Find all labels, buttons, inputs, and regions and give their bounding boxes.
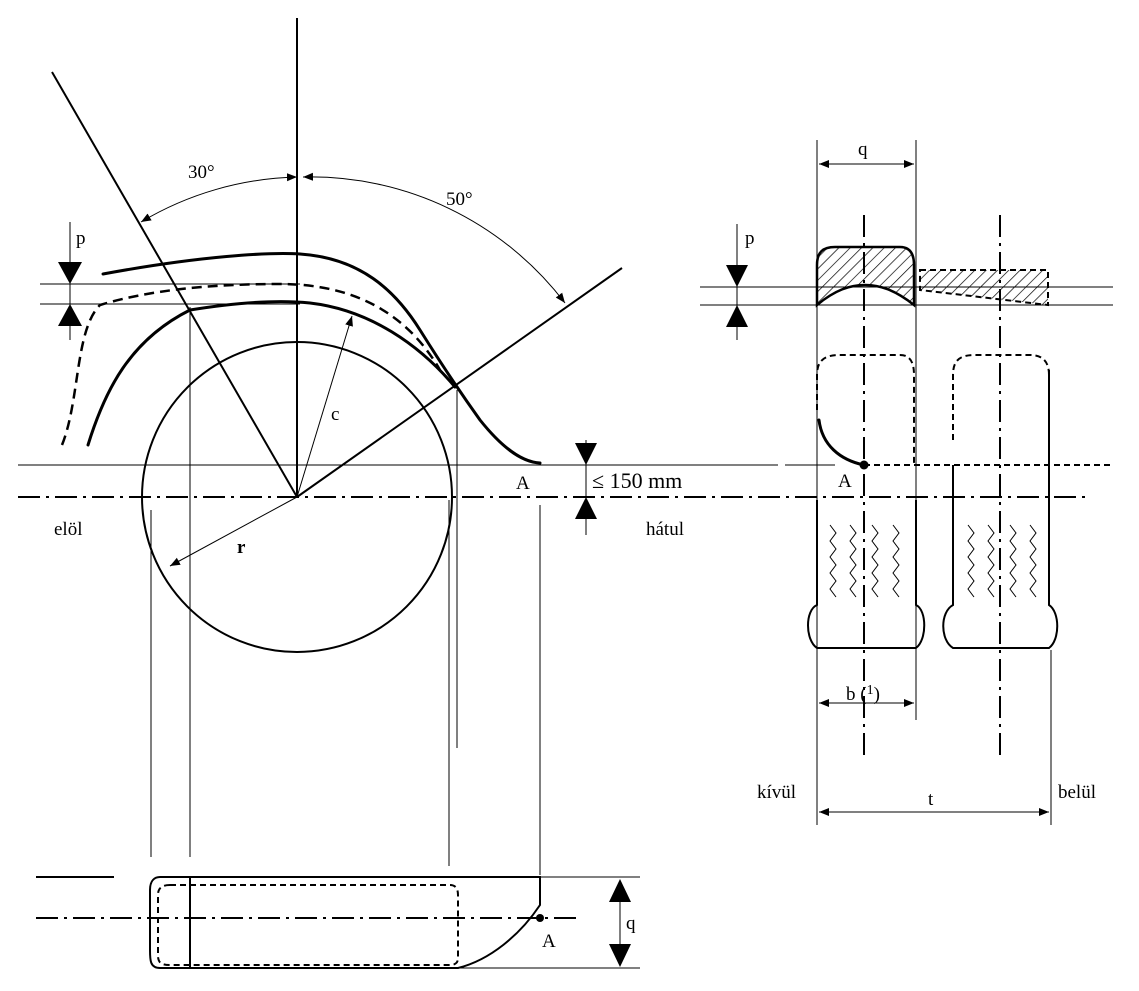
inner-tread-pattern [967,524,1037,598]
point-a-bottom-label: A [542,931,556,952]
b-label: b (1) [846,683,880,705]
c-label: c [331,404,339,425]
b-label-open-paren: ( [856,684,867,705]
plan-q-arrow-up [609,879,631,902]
angle-30-arc [140,173,298,223]
front-p-arrow-down [726,265,748,287]
p-label-front: p [745,228,755,249]
r-label: r [237,537,246,558]
plan-guard-inner [157,884,459,966]
angle-50-label: 50° [446,189,473,210]
angle-30-label: 30° [188,162,215,183]
radius-r-arrow [169,496,298,567]
dimension-c-arrow [296,315,353,498]
wheel-circle [141,341,453,653]
p-label-side: p [76,228,86,249]
plan-view [36,876,640,969]
rear-50-degree-line [296,267,623,498]
plan-guard-outline [149,876,541,969]
plan-q-arrow-down [609,944,631,967]
outside-label: kívül [757,782,796,803]
front-guard-section-inner [919,269,1049,307]
mudguard-dashed-curve [60,282,442,446]
height-limit-label: ≤ 150 mm [592,468,682,493]
front-view [700,140,1113,825]
p-arrow-up [58,304,82,326]
outer-tyre-outline [807,500,926,649]
b-label-close-paren: ) [874,684,880,705]
b-label-superscript: 1 [867,683,874,698]
height-arrow-down [575,443,597,465]
outer-tread-pattern [829,524,900,598]
outer-tyre-upper-dashed [816,354,915,465]
plan-point-a [536,914,544,922]
inside-label: belül [1058,782,1096,803]
inner-tyre-outline [942,370,1059,649]
side-view [18,18,1090,875]
inner-tyre-upper-dashed [952,354,1050,440]
point-a-side-label: A [516,473,530,494]
point-a-front-label: A [838,471,852,492]
t-label: t [928,789,934,810]
front-label: elöl [54,519,83,540]
front-guard-section-outer [815,245,916,308]
rear-label: hátul [646,519,684,540]
front-point-a [859,460,869,470]
b-label-main: b [846,684,856,705]
q-label-bottom: q [626,913,636,934]
mudguard-outer-curve [101,252,542,465]
outer-tyre-arc-to-a [817,418,866,467]
q-label-top: q [858,139,868,160]
p-arrow-down [58,262,82,284]
mudguard-inner-curve [86,300,457,447]
height-arrow-up [575,497,597,519]
angle-50-arc [302,172,566,304]
front-p-arrow-up [726,305,748,327]
